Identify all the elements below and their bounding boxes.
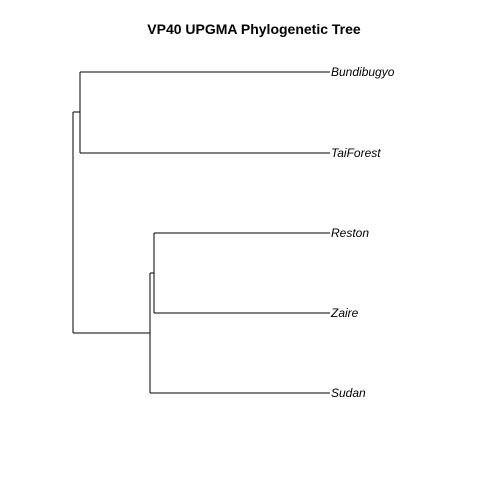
tip-label-reston: Reston xyxy=(331,226,369,240)
tip-labels: Bundibugyo TaiForest Reston Zaire Sudan xyxy=(330,65,395,400)
tree-branches xyxy=(72,71,330,394)
tip-label-taiforest: TaiForest xyxy=(331,146,381,160)
tip-label-sudan: Sudan xyxy=(331,386,366,400)
tip-label-zaire: Zaire xyxy=(330,306,359,320)
plot-title: VP40 UPGMA Phylogenetic Tree xyxy=(147,21,361,37)
tip-label-bundibugyo: Bundibugyo xyxy=(331,65,395,79)
